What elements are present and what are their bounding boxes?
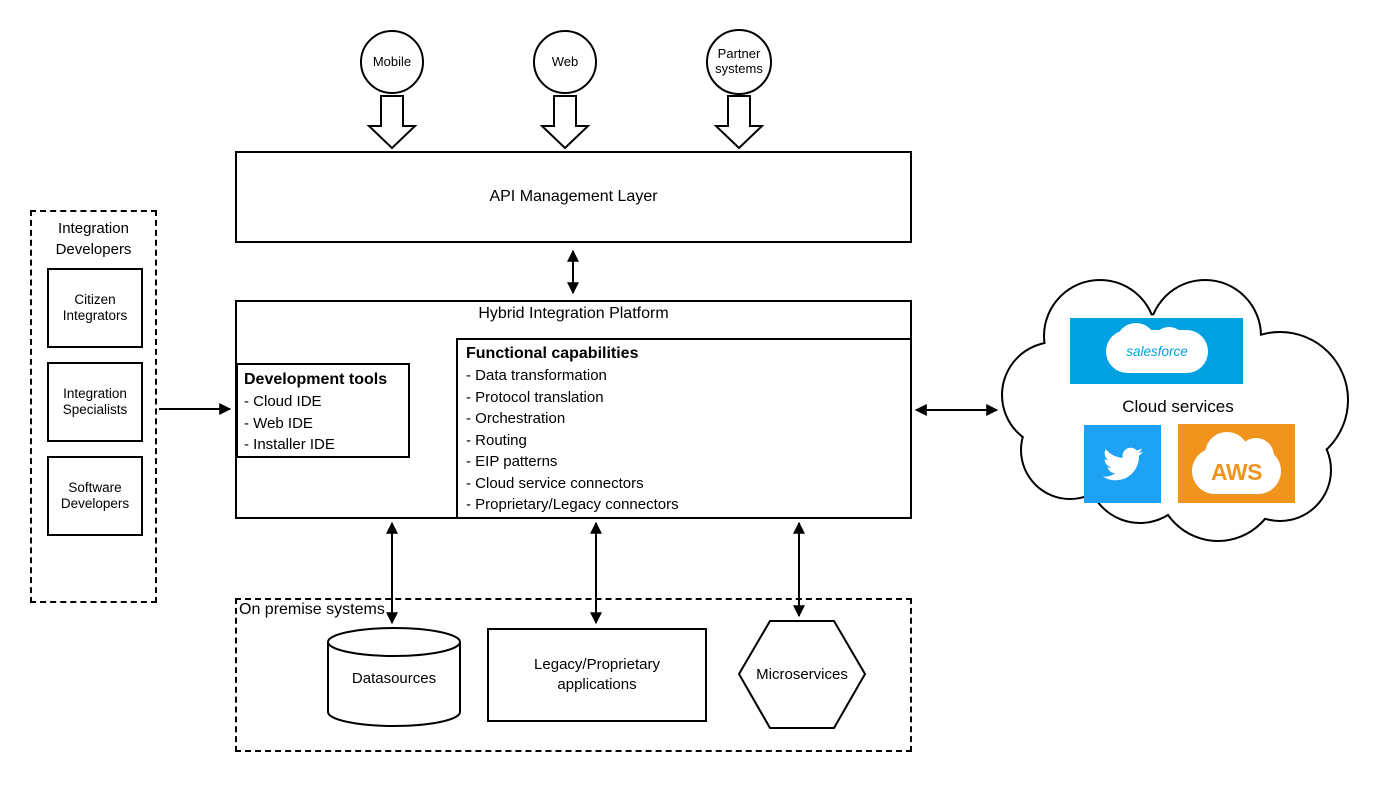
microservices-hexagon bbox=[737, 620, 867, 729]
legacy-applications-label: Legacy/Proprietary applications bbox=[534, 655, 660, 693]
role-integration-specialists: Integration Specialists bbox=[47, 362, 143, 442]
functional-capabilities-box: Functional capabilities - Data transform… bbox=[456, 338, 912, 519]
functional-capabilities-item: - EIP patterns bbox=[466, 453, 558, 470]
functional-capabilities-title: Functional capabilities bbox=[466, 345, 639, 362]
block-arrow-partner-icon bbox=[713, 95, 765, 150]
aws-wordmark: AWS bbox=[1211, 458, 1262, 485]
development-tools-item: - Web IDE bbox=[244, 414, 313, 432]
development-tools-box: Development tools - Cloud IDE - Web IDE … bbox=[236, 363, 410, 458]
source-web-label: Web bbox=[551, 53, 579, 69]
salesforce-cloud-icon bbox=[1116, 323, 1156, 363]
source-mobile-label: Mobile bbox=[372, 53, 412, 69]
api-management-layer-box: API Management Layer bbox=[235, 151, 912, 243]
development-tools-item: - Installer IDE bbox=[244, 436, 335, 453]
block-arrow-web-icon bbox=[539, 95, 591, 150]
source-partner-systems: Partner systems bbox=[706, 29, 772, 95]
functional-capabilities-item: - Orchestration bbox=[466, 410, 566, 427]
on-premise-title: On premise systems bbox=[239, 601, 385, 618]
functional-capabilities-item: - Cloud service connectors bbox=[466, 474, 644, 492]
source-web: Web bbox=[533, 30, 597, 94]
role-citizen-integrators: Citizen Integrators bbox=[47, 268, 143, 348]
integration-developers-container bbox=[30, 210, 157, 603]
microservices-label: Microservices bbox=[756, 665, 848, 683]
development-tools-title: Development tools bbox=[244, 371, 388, 388]
salesforce-cloud-icon bbox=[1152, 327, 1186, 361]
datasources-cylinder bbox=[327, 627, 461, 727]
source-partner-systems-label: Partner systems bbox=[715, 46, 763, 76]
salesforce-banner: salesforce bbox=[1070, 318, 1243, 384]
aws-tile: AWS bbox=[1178, 424, 1295, 503]
role-software-developers: Software Developers bbox=[47, 456, 143, 536]
development-tools-item: - Cloud IDE bbox=[244, 393, 322, 410]
block-arrow-mobile-icon bbox=[366, 95, 418, 150]
api-management-layer-label: API Management Layer bbox=[489, 188, 658, 205]
functional-capabilities-item: - Proprietary/Legacy connectors bbox=[466, 496, 679, 513]
functional-capabilities-item: - Protocol translation bbox=[466, 388, 604, 406]
role-software-developers-label: Software Developers bbox=[60, 479, 130, 511]
twitter-bird-icon bbox=[1102, 447, 1143, 481]
source-mobile: Mobile bbox=[360, 30, 424, 94]
hybrid-integration-platform-title: Hybrid Integration Platform bbox=[478, 305, 669, 322]
role-integration-specialists-label: Integration Specialists bbox=[62, 385, 128, 417]
role-citizen-integrators-label: Citizen Integrators bbox=[62, 291, 128, 323]
aws-cloud-icon bbox=[1238, 438, 1274, 474]
integration-developers-title: Integration Developers bbox=[55, 220, 132, 258]
functional-capabilities-item: - Routing bbox=[466, 431, 527, 449]
twitter-tile bbox=[1084, 425, 1161, 503]
cloud-services-label: Cloud services bbox=[1122, 397, 1234, 416]
datasources-label: Datasources bbox=[351, 669, 437, 687]
functional-capabilities-item: - Data transformation bbox=[466, 367, 607, 384]
legacy-applications-box: Legacy/Proprietary applications bbox=[487, 628, 707, 722]
salesforce-wordmark: salesforce bbox=[1126, 344, 1188, 359]
on-premise-container bbox=[235, 598, 912, 752]
